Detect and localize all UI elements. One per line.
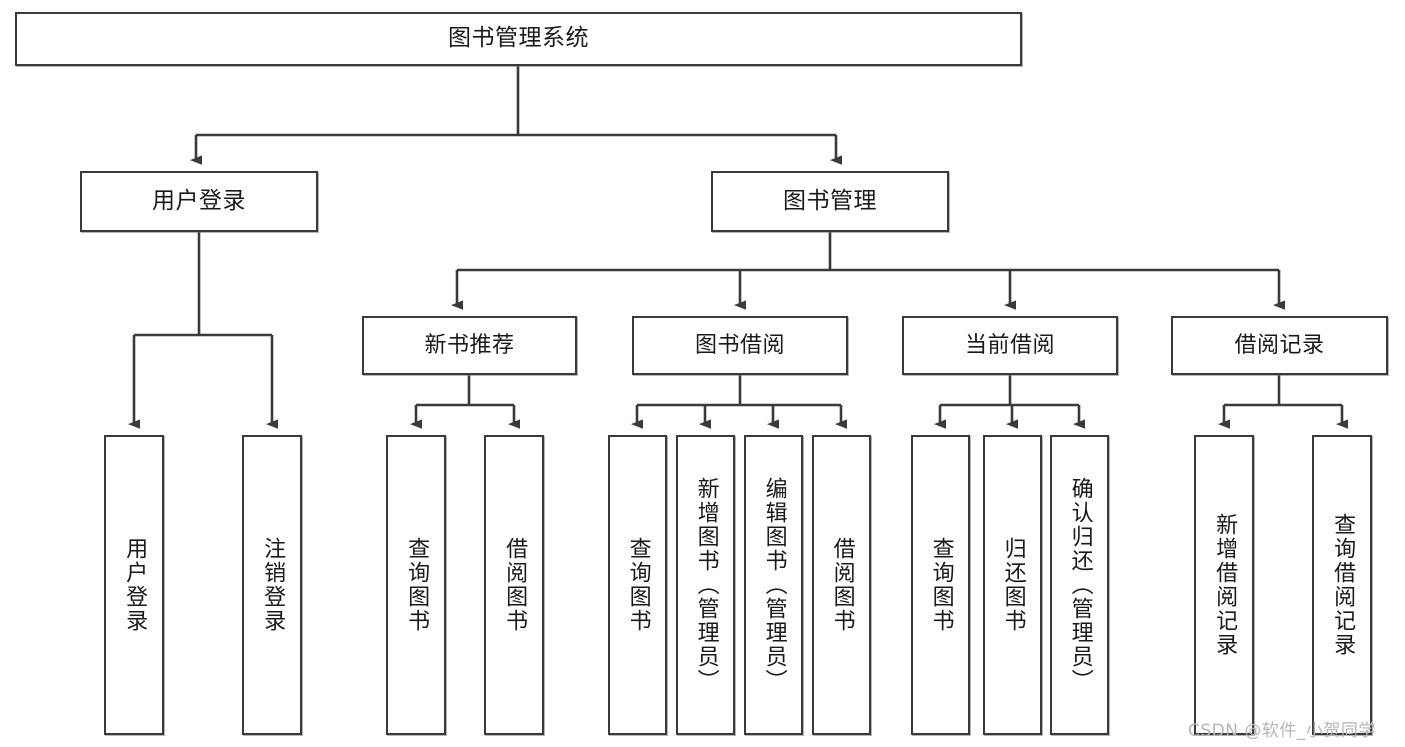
node-root-label: 图书管理系统	[448, 25, 589, 52]
node-current-borrow-label: 当前借阅	[964, 332, 1055, 358]
csdn-watermark: CSDN @软件_小贺同学	[1188, 721, 1376, 741]
leaf-query-book-borrow[interactable]: 查询图书	[608, 435, 667, 735]
leaf-confirm-return[interactable]: 确认归还（管理员）	[1050, 435, 1109, 735]
leaf-query-book-recommend[interactable]: 查询图书	[386, 435, 446, 735]
leaf-query-book-recommend-label: 查询图书	[404, 537, 430, 633]
node-current-borrow[interactable]: 当前借阅	[902, 316, 1118, 375]
node-book-manage-label: 图书管理	[783, 187, 877, 214]
node-user-login[interactable]: 用户登录	[80, 171, 318, 232]
leaf-user-login[interactable]: 用户登录	[104, 435, 164, 735]
node-book-borrow-label: 图书借阅	[694, 332, 785, 358]
leaf-user-login-label: 用户登录	[122, 537, 148, 633]
leaf-user-logout-label: 注销登录	[260, 537, 286, 633]
leaf-borrow-book-label: 借阅图书	[829, 537, 855, 633]
node-borrow-record-label: 借阅记录	[1234, 332, 1325, 358]
node-borrow-record[interactable]: 借阅记录	[1171, 316, 1388, 375]
leaf-user-logout[interactable]: 注销登录	[242, 435, 302, 735]
leaf-add-book-label: 新增图书（管理员）	[693, 477, 719, 693]
leaf-query-book-current-label: 查询图书	[928, 537, 954, 633]
node-user-login-label: 用户登录	[152, 187, 246, 214]
leaf-borrow-book[interactable]: 借阅图书	[812, 435, 871, 735]
node-book-borrow[interactable]: 图书借阅	[632, 316, 848, 375]
leaf-edit-book[interactable]: 编辑图书（管理员）	[744, 435, 803, 735]
leaf-return-book-label: 归还图书	[1000, 537, 1026, 633]
leaf-add-borrow-record-label: 新增借阅记录	[1212, 513, 1238, 657]
node-root[interactable]: 图书管理系统	[15, 12, 1022, 66]
leaf-borrow-book-recommend-label: 借阅图书	[502, 537, 528, 633]
node-book-manage[interactable]: 图书管理	[711, 171, 949, 232]
leaf-add-book[interactable]: 新增图书（管理员）	[676, 435, 735, 735]
leaf-query-book-current[interactable]: 查询图书	[911, 435, 970, 735]
leaf-query-borrow-record-label: 查询借阅记录	[1330, 513, 1356, 657]
node-new-book-recommend[interactable]: 新书推荐	[362, 316, 577, 375]
leaf-edit-book-label: 编辑图书（管理员）	[761, 477, 787, 693]
leaf-return-book[interactable]: 归还图书	[983, 435, 1042, 735]
leaf-query-borrow-record[interactable]: 查询借阅记录	[1312, 435, 1372, 735]
leaf-confirm-return-label: 确认归还（管理员）	[1067, 477, 1093, 693]
leaf-add-borrow-record[interactable]: 新增借阅记录	[1194, 435, 1254, 735]
leaf-borrow-book-recommend[interactable]: 借阅图书	[484, 435, 544, 735]
node-new-book-recommend-label: 新书推荐	[424, 332, 515, 358]
leaf-query-book-borrow-label: 查询图书	[625, 537, 651, 633]
